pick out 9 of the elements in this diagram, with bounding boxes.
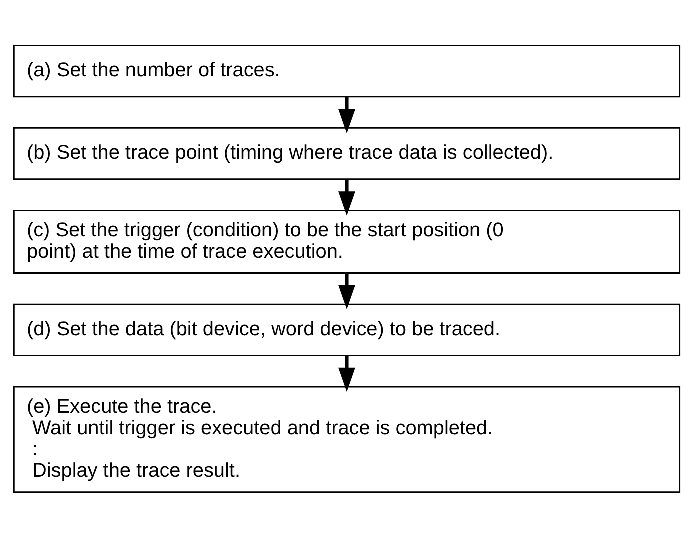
node-box: (d) Set the data (bit device, word device) to be traced. [13, 304, 681, 356]
node-box: (a) Set the number of traces. [13, 44, 681, 98]
arrow [338, 274, 356, 310]
node-box: (c) Set the trigger (condition) to be the start position (0 point) at the time of trace execution. [13, 210, 681, 274]
arrow [338, 356, 356, 392]
arrow [338, 97, 356, 134]
node-box: (b) Set the trace point (timing where trace data is collected). [13, 127, 681, 180]
node-box: (e) Execute the trace. Wait until trigger is executed and trace is completed. : Display the trace result. [13, 386, 681, 494]
arrow [338, 179, 356, 216]
